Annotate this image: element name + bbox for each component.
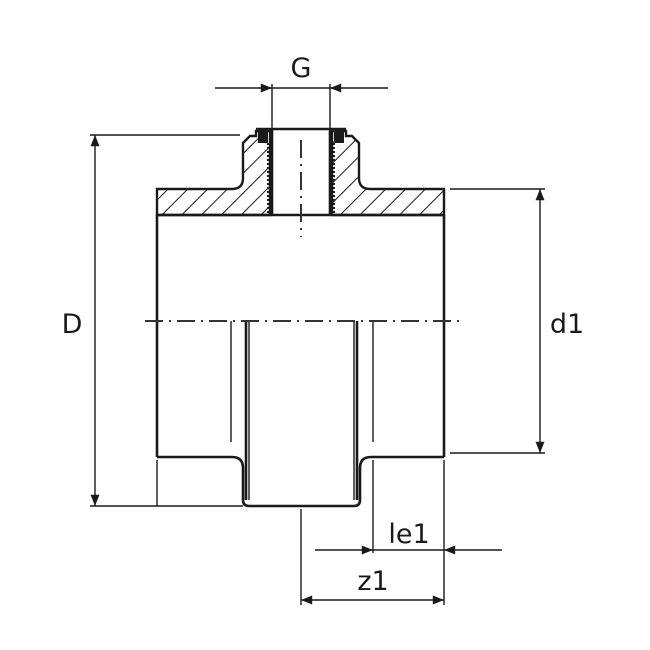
dimension-le1: le1	[315, 460, 502, 605]
dimension-d1: d1	[450, 188, 584, 454]
body-bottom-profile	[157, 455, 444, 508]
section-left	[155, 129, 272, 217]
le1-label: le1	[388, 519, 429, 550]
fitting-body	[155, 213, 446, 508]
hatched-section	[155, 127, 446, 217]
d1-label: d1	[550, 309, 584, 340]
dimension-z1: z1	[301, 566, 444, 605]
seal-right	[334, 131, 344, 143]
g-label: G	[291, 53, 312, 84]
d-label: D	[62, 309, 83, 340]
section-right	[330, 129, 446, 217]
z1-label: z1	[357, 566, 388, 597]
dimension-g: G	[215, 53, 388, 130]
seal-left	[258, 131, 268, 143]
dimension-d: D	[62, 134, 243, 507]
